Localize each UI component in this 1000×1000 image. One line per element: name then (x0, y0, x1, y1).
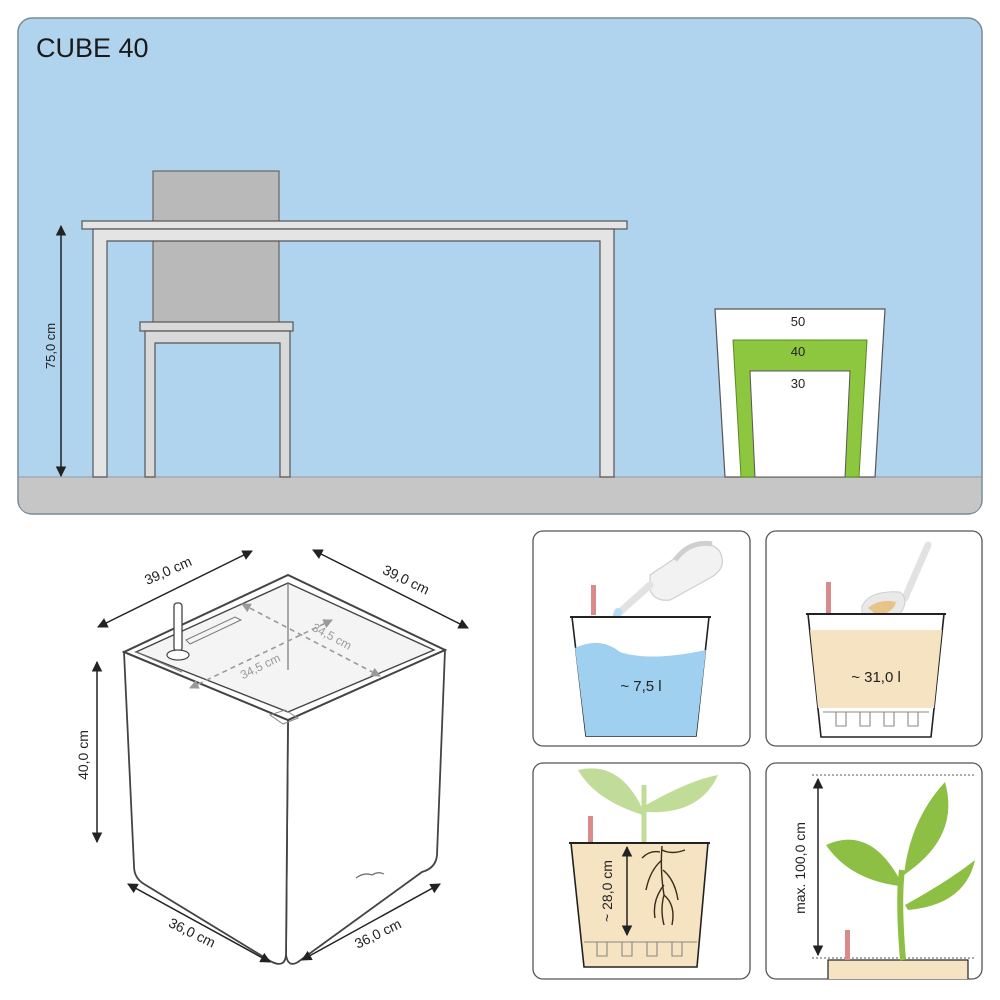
size-label-40: 40 (791, 344, 805, 359)
water-level-indicator-icon (826, 582, 831, 614)
watering-can-icon (616, 540, 723, 616)
size-comparison: 50 40 30 (714, 308, 886, 478)
size-label-50: 50 (791, 314, 805, 329)
pot-top (827, 959, 969, 979)
cube-drawing: 34,5 cm 34,5 cm 39,0 cm 39,0 cm 40,0 cm … (75, 549, 469, 965)
brand-logo (355, 872, 385, 879)
height-dimension-label: 75,0 cm (43, 323, 58, 369)
substrate-volume-label: ~ 31,0 l (851, 669, 901, 686)
plant-icon (826, 782, 975, 961)
panel-root-depth: ~ 28,0 cm (532, 762, 751, 980)
page-title: CUBE 40 (36, 33, 149, 63)
plant-icon (578, 768, 718, 843)
dimension-label-top-right: 39,0 cm (380, 561, 432, 597)
root-depth-label: ~ 28,0 cm (599, 860, 615, 922)
chair-backrest (152, 170, 280, 325)
panel-max-height: max. 100,0 cm (765, 762, 983, 980)
dimension-line-top-left (97, 550, 253, 628)
water-level-indicator-icon (845, 930, 850, 960)
inner-dimension-line-right (241, 603, 381, 677)
size-label-30: 30 (791, 376, 805, 391)
roots-icon (641, 845, 686, 926)
water-level-indicator-icon (173, 602, 183, 652)
table-top (81, 220, 628, 230)
floor (19, 477, 981, 513)
chair-seat (139, 321, 294, 332)
chair-frame (144, 330, 291, 478)
table-frame (92, 228, 615, 478)
panel-substrate: ~ 31,0 l (765, 530, 983, 747)
dimension-line-bottom-right (301, 883, 441, 961)
dimension-label-bottom-right: 36,0 cm (352, 915, 404, 951)
water-level-indicator-icon (591, 585, 596, 615)
dimension-line-bottom-left (127, 883, 271, 963)
panel-water-reservoir: ~ 7,5 l (532, 530, 751, 747)
dimension-line-top-right (312, 549, 469, 629)
scene-panel: CUBE 40 75,0 cm 50 40 30 (17, 17, 983, 515)
water-volume-label: ~ 7,5 l (620, 678, 661, 695)
dimension-label-height: 40,0 cm (75, 730, 91, 780)
pot-roots (570, 842, 709, 968)
planter-size-30 (749, 370, 851, 478)
water-level-indicator-icon (588, 816, 593, 846)
dimension-label-top-left: 39,0 cm (142, 553, 194, 588)
max-height-label: max. 100,0 cm (792, 822, 808, 914)
